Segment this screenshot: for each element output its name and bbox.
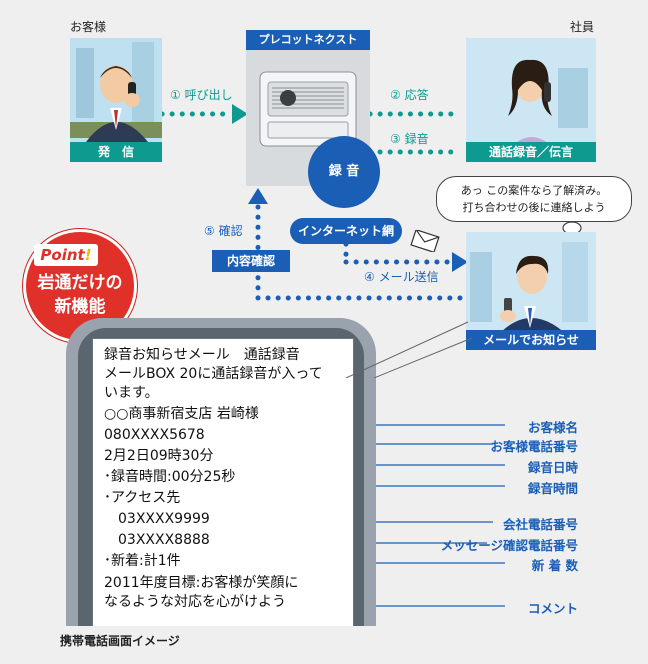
point-mark: ! xyxy=(84,246,92,264)
customer-label: お客様 xyxy=(70,20,107,34)
phone-line: 2011年度目標:お客様が笑顔に xyxy=(104,575,299,591)
recording-label: 録 音 xyxy=(328,164,360,179)
customer-panel xyxy=(70,38,162,162)
step4-label: ④ メール送信 xyxy=(364,270,439,284)
phone-line: 2月2日09時30分 xyxy=(104,448,214,464)
step3-label: ③ 録音 xyxy=(390,132,429,146)
label-company-phone: 会社電話番号 xyxy=(502,517,578,532)
point-line-2: 新機能 xyxy=(54,297,106,317)
step1-label: ① 呼び出し xyxy=(170,88,233,102)
label-customer-phone: お客様電話番号 xyxy=(490,439,578,454)
phone-line: 03XXXX9999 xyxy=(104,511,210,527)
customer-illustration xyxy=(70,38,162,162)
employee-mail-panel xyxy=(466,232,596,342)
phone-line: メールBOX 20に通話録音が入って xyxy=(104,366,323,382)
phone-line: ･アクセス先 xyxy=(104,490,181,506)
caption: 携帯電話画面イメージ xyxy=(60,634,180,648)
phone-line: 03XXXX8888 xyxy=(104,532,210,548)
phone-line: 080XXXX5678 xyxy=(104,427,205,443)
point-line-1: 岩通だけの xyxy=(37,273,123,293)
confirm-box: 内容確認 xyxy=(212,250,290,272)
label-record-duration: 録音時間 xyxy=(527,481,578,496)
device-label: プレコットネクスト xyxy=(246,30,370,50)
phone-line: ･新着:計1件 xyxy=(104,553,181,569)
internet-label: インターネット網 xyxy=(297,224,394,238)
mail-notice-label: メールでお知らせ xyxy=(466,330,596,350)
label-record-datetime: 録音日時 xyxy=(527,460,578,475)
caption-band xyxy=(0,626,648,664)
device-panel xyxy=(246,36,370,186)
label-message-phone: メッセージ確認電話番号 xyxy=(440,538,578,553)
phone-line: います。 xyxy=(104,385,159,401)
phone-line: ○○商事新宿支店 岩崎様 xyxy=(104,406,259,422)
step5-label: ⑤ 確認 xyxy=(204,224,243,238)
phone-line: なるような対応を心がけよう xyxy=(104,594,286,610)
internet-pill: インターネット網 xyxy=(290,218,402,244)
screen-zoom-lines xyxy=(345,321,473,378)
bubble-line-2: 打ち合わせの後に連絡しよう xyxy=(462,201,606,214)
bubble-line-1: あっ この案件なら了解済み。 xyxy=(460,184,608,197)
step2-label: ② 応答 xyxy=(390,88,429,102)
phone-line: 録音お知らせメール 通話録音 xyxy=(104,347,300,363)
point-title-box: Point! xyxy=(34,244,98,266)
record-message-label: 通話録音／伝言 xyxy=(466,142,596,162)
point-title: Point xyxy=(40,246,85,264)
send-label: 発 信 xyxy=(70,142,162,162)
confirm-box-label: 内容確認 xyxy=(226,254,275,268)
mail-icon xyxy=(410,230,440,252)
speech-bubble: あっ この案件なら了解済み。 打ち合わせの後に連絡しよう xyxy=(436,176,632,222)
employee-label: 社員 xyxy=(570,20,595,34)
phone-screen-text: 録音お知らせメール 通話録音 メールBOX 20に通話録音が入って います。 ○… xyxy=(104,346,323,612)
recording-circle: 録 音 xyxy=(308,136,380,208)
phone-screen xyxy=(92,338,354,630)
label-comment: コメント xyxy=(527,601,578,616)
employee-mail-illustration xyxy=(466,232,596,342)
label-new-count: 新 着 数 xyxy=(531,558,578,573)
phone-line: ･録音時間:00分25秒 xyxy=(104,469,236,485)
label-customer-name: お客様名 xyxy=(527,420,578,435)
